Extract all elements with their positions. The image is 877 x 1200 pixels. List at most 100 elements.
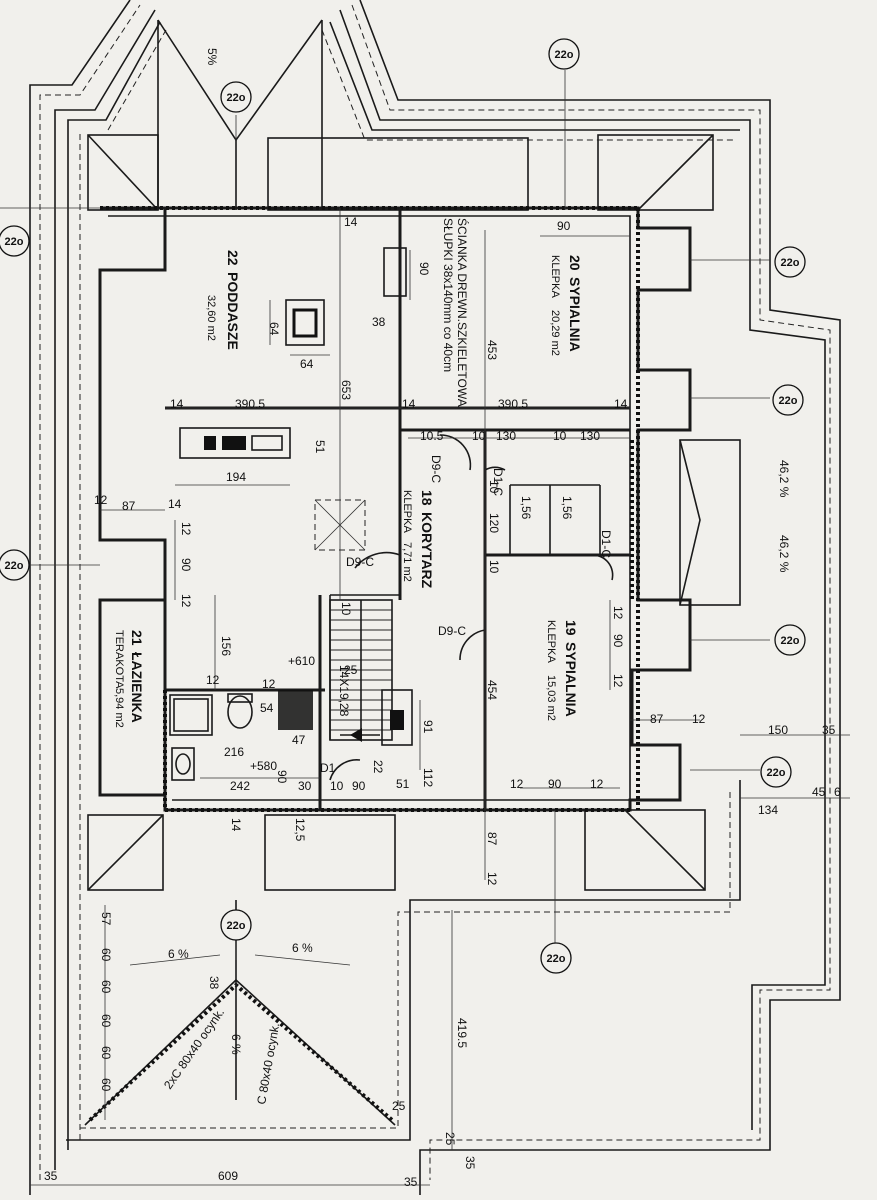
room-number: 18 (419, 490, 435, 506)
dim-label: 419.5 (455, 1018, 469, 1048)
dim-label: 60 (99, 1046, 113, 1060)
dim-label: 14 (614, 397, 628, 411)
room-finish: KLEPKA (549, 255, 561, 298)
door-label: D1 (320, 761, 336, 775)
dim-label: 30 (298, 779, 312, 793)
terrace-roof (84, 900, 396, 1126)
room-number: 19 (563, 620, 579, 636)
section-tag-circle (760, 756, 792, 788)
slope-label: 46,2 % (777, 460, 791, 498)
dim-label: 90 (548, 777, 562, 791)
slope-label: 46,2 % (777, 535, 791, 573)
section-tag-label: 22o (547, 953, 566, 965)
roof-outline (29, 0, 841, 1195)
room-number: 22 (225, 250, 241, 266)
section-tag-label: 22o (5, 236, 24, 248)
dim-label: 12,5 (293, 818, 307, 842)
dim-label: 14 (170, 397, 184, 411)
dim-label: 25 (344, 663, 358, 677)
reference-lines (0, 70, 850, 1186)
room-label-poddasze: 22 PODDASZE 32,60 m2 (205, 250, 241, 350)
dim-label: 90 (275, 770, 289, 784)
dim-label: 194 (226, 470, 246, 484)
dim-label: 90 (352, 779, 366, 793)
wardrobe-label: 1,56 (519, 496, 533, 520)
slope-label: 6 % (168, 947, 189, 961)
dim-label: 216 (224, 745, 244, 759)
dim-label: 22 (371, 760, 385, 774)
room-name: ŁAZIENKA (129, 652, 145, 723)
room-name: SYPIALNIA (563, 642, 579, 717)
section-tag-label: 22o (781, 257, 800, 269)
dormer-hips (87, 19, 741, 891)
room-label-sypialnia-20: 20 SYPIALNIA KLEPKA 20,29 m2 (549, 255, 583, 356)
section-tag-circle (220, 81, 252, 113)
fixtures (169, 247, 413, 781)
dim-label: 38 (372, 315, 386, 329)
dim-label: 12 (179, 594, 193, 608)
dim-label: 60 (99, 1014, 113, 1028)
wardrobe-label: 1,56 (560, 496, 574, 520)
dim-label: 653 (339, 380, 353, 400)
dim-label: 51 (313, 440, 327, 454)
door-label: D1-C (599, 530, 613, 558)
door-label: D1-C (491, 468, 505, 496)
room-number: 21 (129, 630, 145, 646)
dim-label: 10 (339, 602, 353, 616)
dim-label: 64 (267, 322, 281, 336)
section-tag-circle (0, 225, 30, 257)
dim-label: 12 (590, 777, 604, 791)
dim-label: 453 (485, 340, 499, 360)
room-finish: KLEPKA (401, 490, 413, 533)
room-label-korytarz: 18 KORYTARZ KLEPKA 7,71 m2 (401, 490, 435, 589)
room-name: PODDASZE (225, 272, 241, 350)
dim-label: 87 (122, 499, 136, 513)
dim-label: 120 (487, 513, 501, 533)
room-area: 20,29 m2 (549, 310, 561, 356)
dim-label: 35 (44, 1169, 58, 1183)
section-tag-circle (0, 549, 30, 581)
section-tag-label: 22o (227, 92, 246, 104)
room-name: SYPIALNIA (567, 277, 583, 352)
dim-label: 64 (300, 357, 314, 371)
room-finish: KLEPKA (545, 620, 557, 663)
partition-note-line2: SŁUPKI 38x140mm co 40cm (441, 218, 455, 372)
door-label: D9-C (346, 555, 374, 569)
room-number: 20 (567, 255, 583, 271)
dim-label: 390.5 (498, 397, 528, 411)
dim-label: 12 (611, 606, 625, 620)
dim-label: 12 (611, 674, 625, 688)
dim-label: 112 (421, 768, 435, 787)
partition-note-line1: ŚCIANKA DREWN.SZKIELETOWA (455, 218, 470, 407)
dim-label: 12 (179, 522, 193, 536)
section-tag-circle (774, 246, 806, 278)
dim-label: 87 (485, 832, 499, 846)
room-finish: TERAKOTA (113, 630, 125, 689)
dim-label: 90 (179, 558, 193, 572)
section-tag-label: 22o (767, 767, 786, 779)
dim-label: 87 (650, 712, 664, 726)
dim-label: 35 (404, 1175, 418, 1189)
dim-label: 25 (443, 1132, 457, 1146)
door-label: D9-C (438, 624, 466, 638)
dim-label: 10 (472, 429, 486, 443)
dim-label: 60 (99, 1078, 113, 1092)
section-tag-circle (220, 909, 252, 941)
dim-label: 14 (344, 215, 358, 229)
dim-label: 12 (510, 777, 524, 791)
dim-label: 35 (822, 723, 836, 737)
section-tag-circle (772, 384, 804, 416)
dim-label: 12 (692, 712, 706, 726)
dim-label: 12 (485, 872, 499, 886)
section-tag-circle (540, 942, 572, 974)
dim-label: 130 (580, 429, 600, 443)
dim-label: 390.5 (235, 397, 265, 411)
dim-label: 10 (553, 429, 567, 443)
dim-label: 150 (768, 723, 788, 737)
dim-label: 14 (229, 818, 243, 832)
rafter-note-2: C 80x40 ocynk. (254, 1022, 282, 1106)
dim-label: 45 (812, 785, 826, 799)
dim-label: 60 (99, 948, 113, 962)
